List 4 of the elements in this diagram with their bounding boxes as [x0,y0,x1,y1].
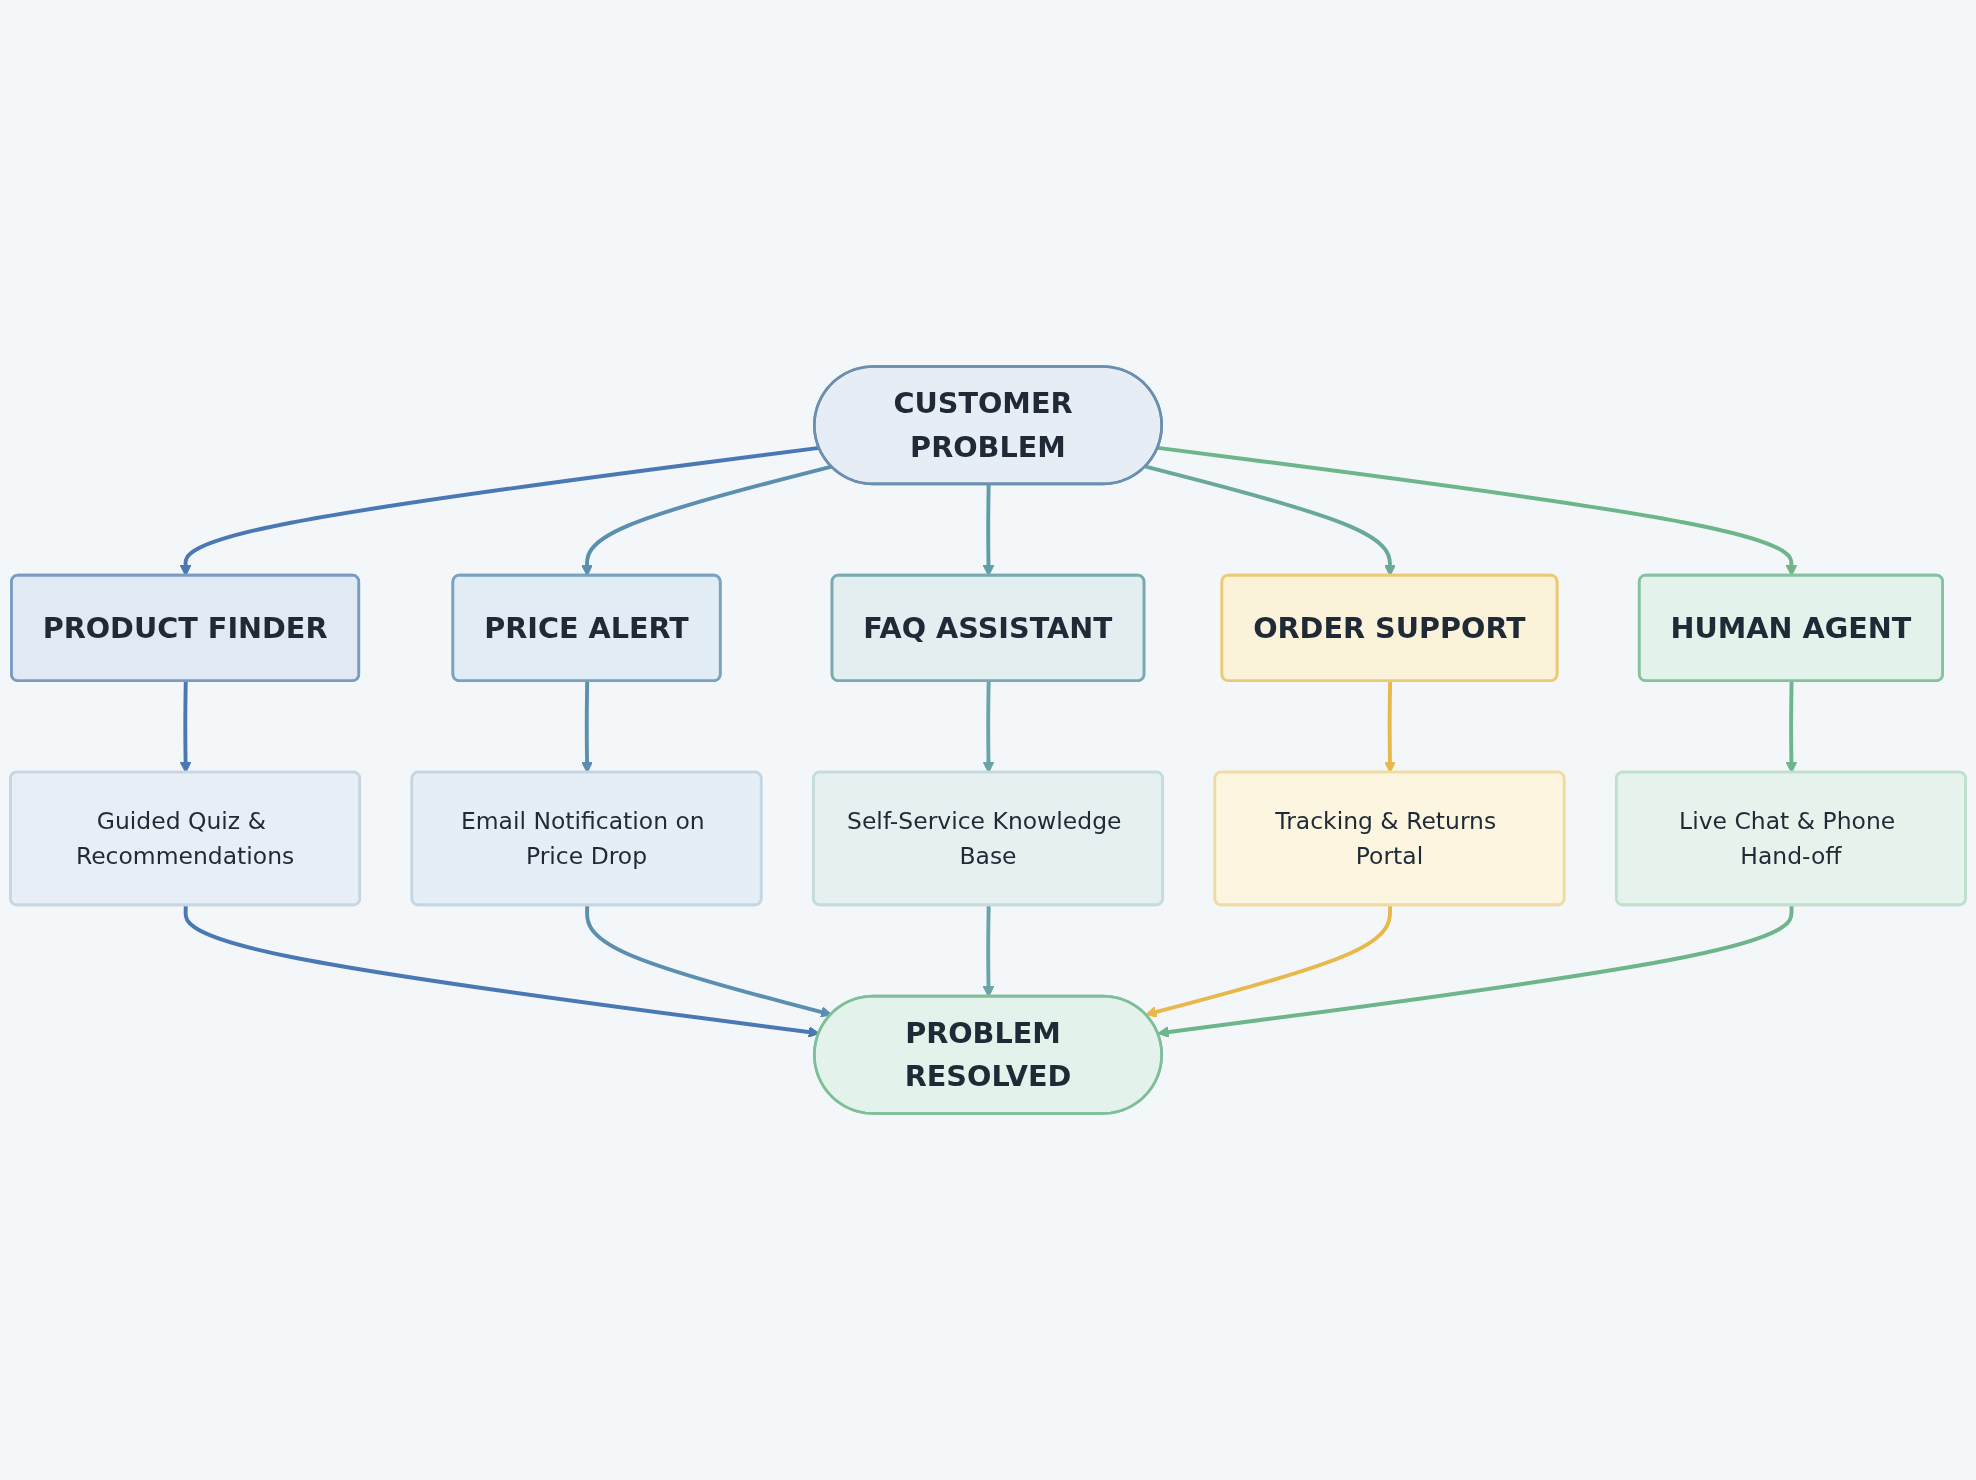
arrow [183,905,820,1038]
arrow [585,905,833,1018]
arrow [1157,905,1794,1038]
arrow [1145,905,1393,1018]
